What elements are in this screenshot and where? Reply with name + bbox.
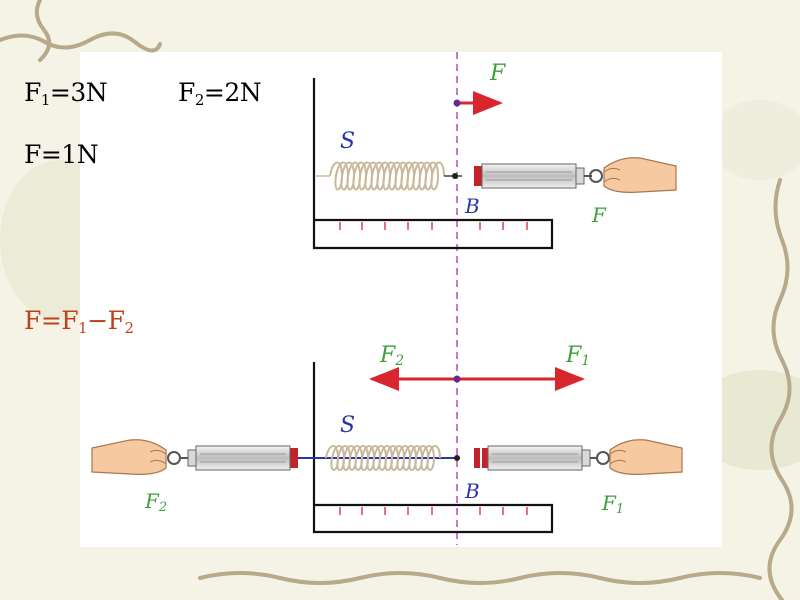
bottom-wall [312,362,554,534]
eq-f1-subscript: 1 [40,91,51,109]
top-spring-label: S [340,129,355,154]
bottom-force-right-label: F1 [565,343,590,369]
eq-rel-part-b: −F [87,306,125,335]
bottom-point-label: B [464,479,480,503]
eq-f2-symbol: F [178,78,195,107]
equation-f1: F1=3N [24,78,108,109]
top-spring [329,161,445,191]
vine-border-right-icon [767,178,794,600]
eq-f1-value: =3N [49,78,108,107]
top-right-hand-icon [603,157,677,193]
top-hand-label: F [591,203,607,227]
bottom-left-hand-icon [91,439,167,475]
eq-f2-value: =2N [203,78,262,107]
bottom-force-left-label: F2 [379,343,404,369]
eq-rel-part-a: F=F [24,306,79,335]
top-wall [312,78,554,250]
top-ruler-ticks [339,222,528,230]
top-setup: F S B F [312,61,677,250]
equation-f-result: F=1N [24,140,99,169]
bottom-hand-right-label: F1 [601,491,624,517]
bottom-right-spring-scale [474,445,610,471]
bottom-spring-label: S [340,413,355,438]
eq-f2-subscript: 2 [194,91,205,109]
top-force-label: F [489,61,506,86]
bottom-left-spring-scale [167,445,298,471]
vine-border-bottom-icon [198,571,762,585]
eq-rel-sub-a: 1 [78,319,88,337]
bottom-ruler-ticks [339,507,528,515]
eq-f1-symbol: F [24,78,41,107]
vine-border-top-left-icon [0,0,162,62]
equation-relation: F=F1−F2 [24,306,134,337]
eq-rel-sub-b: 2 [124,319,134,337]
top-spring-scale [474,163,603,189]
bottom-setup: F2 F1 S B F2 F1 [91,343,683,534]
bottom-spring [325,445,441,471]
equation-f2: F2=2N [178,78,262,109]
bottom-right-hand-icon [609,439,683,475]
bottom-hand-left-label: F2 [144,489,167,515]
top-point-label: B [464,194,480,218]
